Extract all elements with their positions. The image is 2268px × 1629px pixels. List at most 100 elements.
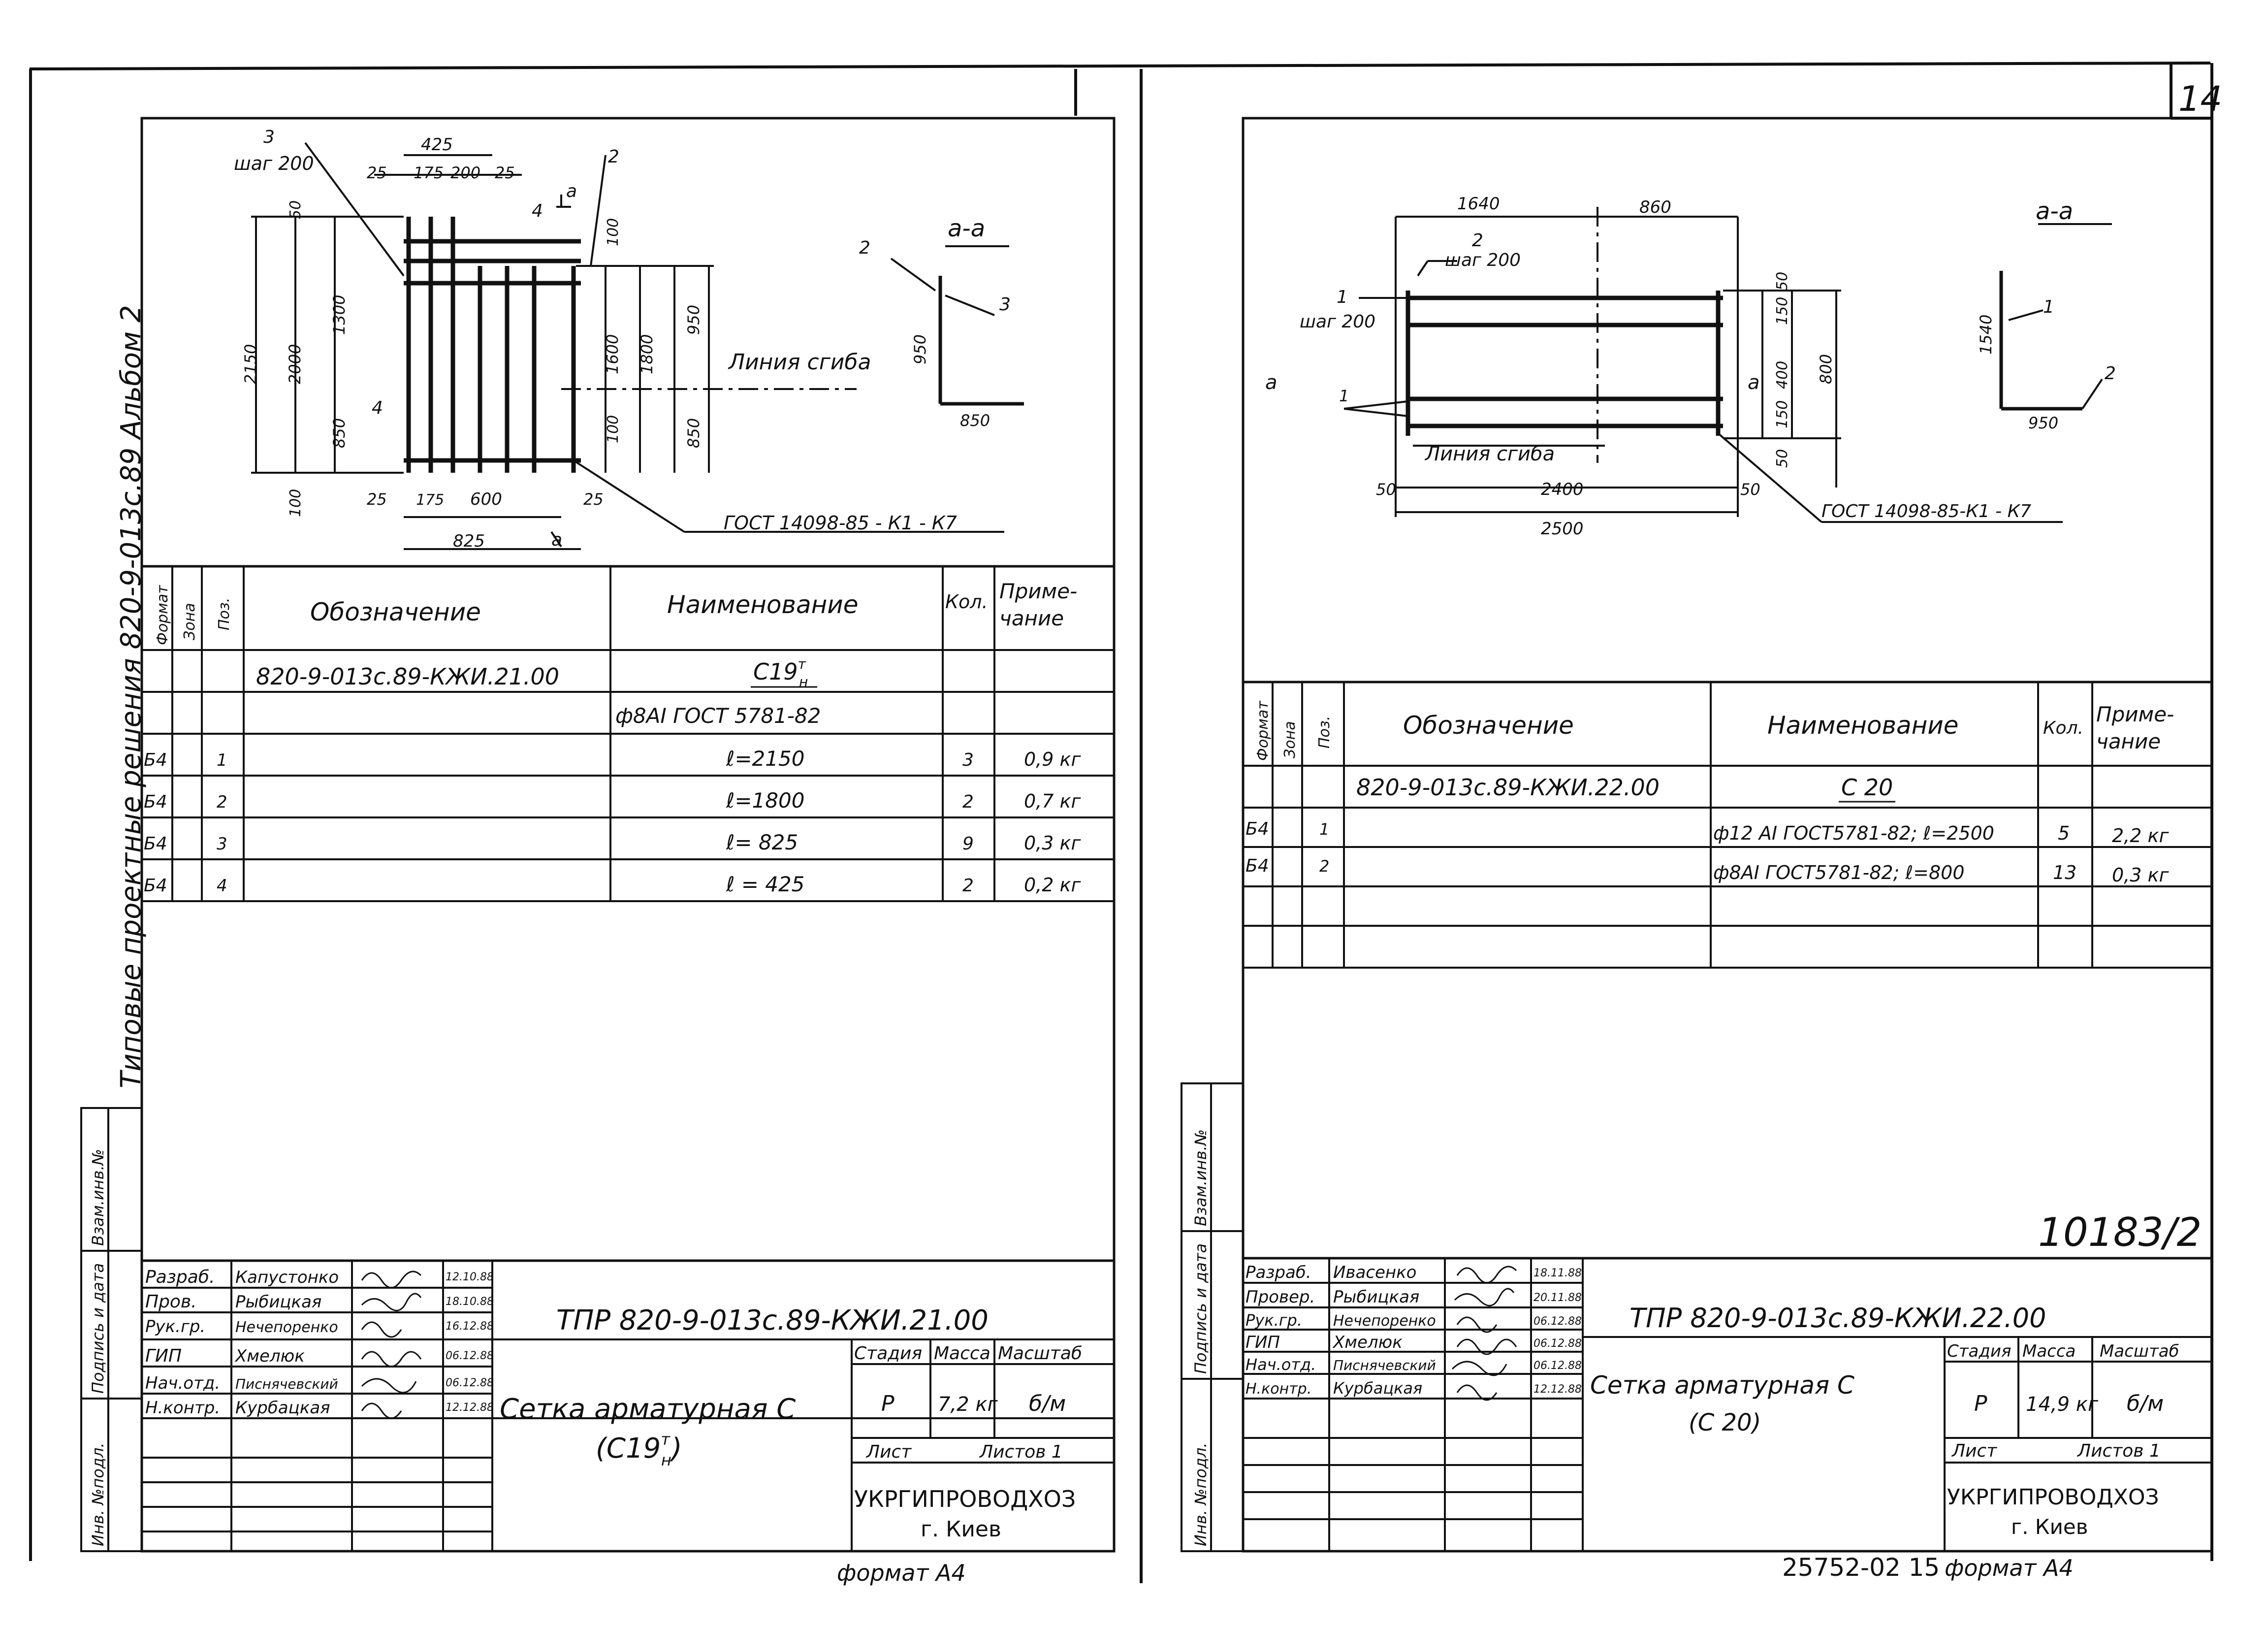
left-stamp-replace-label: Взам.инв.№: [89, 1149, 107, 1246]
scale-value: б/м: [1029, 1391, 1066, 1416]
date-1: 12.10.88: [446, 1271, 494, 1283]
role-5: Нач.отд.: [1246, 1355, 1316, 1374]
hdr-zone: Зона: [1281, 721, 1299, 758]
section-label-3: 3: [999, 294, 1011, 315]
dim-50-left: 50: [1376, 480, 1396, 499]
left-spec-table: [142, 565, 1114, 902]
dim-50: 50: [287, 200, 304, 219]
left-drawing-labels: 3 шаг 200 2 4 4 а а 425 25 175 200 25 50…: [234, 127, 1011, 551]
section-mark-left: а: [1265, 371, 1278, 394]
format-label-left: формат А4: [837, 1560, 966, 1586]
row4-name: ℓ = 425: [726, 872, 804, 896]
row1-name: ф12 АI ГОСТ5781-82; ℓ=2500: [1713, 822, 1994, 844]
product-name-1: Сетка арматурная С: [1590, 1371, 1854, 1400]
mass-value: 7,2 кг: [938, 1393, 998, 1416]
name-3: Нечепоренко: [1333, 1312, 1436, 1330]
row3-format: Б4: [144, 834, 167, 854]
right-title-block: [1243, 1257, 2212, 1551]
left-stamp-inv-label: Инв. №подл.: [89, 1442, 107, 1546]
dim-top-25a: 25: [367, 163, 387, 182]
name-2: Рыбицкая: [235, 1292, 321, 1312]
row1-pos: 1: [217, 750, 227, 770]
gost-note: ГОСТ 14098-85-К1 - К7: [1821, 501, 2031, 521]
pos-label-3: 3: [263, 127, 275, 147]
right-drawing-labels: 1640 860 2 шаг 200 1 шаг 200 1 а а 50 15…: [1265, 194, 2116, 539]
hdr-format: Формат: [1254, 700, 1272, 761]
dim-left-2000: 2000: [286, 344, 304, 384]
doc-title: ТПР 820-9-013с.89-КЖИ.22.00: [1629, 1303, 2046, 1334]
date-2: 20.11.88: [1533, 1292, 1582, 1304]
dim-left-2150: 2150: [241, 344, 260, 384]
right-spec-body: 820-9-013с.89-КЖИ.22.00 С 20 Б4 1 ф12 АI…: [1246, 774, 2169, 886]
col-scale: Масштаб: [2100, 1341, 2179, 1361]
left-sheet: Инв. №подл. Подпись и дата Взам.инв.№: [80, 117, 1116, 1553]
hdr-pos: Поз.: [1316, 716, 1333, 749]
dim-425: 425: [421, 135, 453, 155]
org-city: г. Киев: [2011, 1515, 2088, 1539]
item-name: С 20: [1841, 774, 1893, 801]
col-mass: Масса: [934, 1343, 990, 1364]
left-mesh-drawing: [251, 142, 1024, 550]
name-1: Капустонко: [235, 1268, 339, 1287]
dim-bottom-25b: 25: [583, 490, 604, 509]
dim-left-850: 850: [330, 418, 349, 448]
section-mark-bottom: а: [551, 530, 562, 550]
org-name: УКРГИПРОВОДХОЗ: [1947, 1485, 2159, 1510]
org-city: г. Киев: [921, 1517, 1001, 1542]
row3-name: ℓ= 825: [726, 830, 798, 854]
step-label: шаг 200: [234, 153, 314, 174]
dim-top-25b: 25: [495, 163, 515, 182]
row3-pos: 3: [217, 834, 227, 854]
right-mesh-drawing: [1343, 207, 2112, 523]
doc-code: 820-9-013с.89-КЖИ.21.00: [256, 663, 559, 690]
dim-2500: 2500: [1541, 519, 1584, 539]
pos-label-4a: 4: [532, 201, 543, 221]
name-4: Хмелюк: [1332, 1333, 1403, 1352]
section-dim-950: 950: [911, 334, 929, 364]
role-2: Пров.: [145, 1292, 197, 1312]
dim-right-850: 850: [684, 418, 703, 448]
row2-name: ф8АI ГОСТ5781-82; ℓ=800: [1713, 862, 1965, 883]
row3-qty: 9: [962, 834, 974, 854]
left-side-stamp: [80, 1107, 143, 1552]
pos-label-2: 2: [608, 147, 619, 167]
section-label-1: 1: [2043, 297, 2054, 317]
role-3: Рук.гр.: [1246, 1311, 1302, 1330]
row1-format: Б4: [144, 750, 167, 770]
right-side-stamp: [1181, 1082, 1244, 1552]
hdr-format: Формат: [154, 585, 171, 645]
hdr-pos: Поз.: [216, 598, 233, 630]
product-name-2: (С 20): [1689, 1409, 1761, 1436]
left-title-block: [142, 1259, 1114, 1551]
hdr-name: Наименование: [667, 590, 859, 619]
gost-note: ГОСТ 14098-85 - К1 - К7: [724, 512, 957, 534]
date-2: 18.10.88: [446, 1296, 494, 1308]
dim-860: 860: [1639, 197, 1671, 217]
row1-qty: 5: [2058, 822, 2070, 844]
col-scale: Масштаб: [998, 1343, 1082, 1364]
hdr-note-1: Приме-: [999, 579, 1077, 603]
date-1: 18.11.88: [1533, 1267, 1582, 1279]
sheets-label: Листов 1: [979, 1442, 1063, 1462]
section-label-2: 2: [2105, 363, 2116, 384]
name-3: Нечепоренко: [235, 1319, 338, 1336]
scale-value: б/м: [2127, 1391, 2164, 1416]
role-3: Рук.гр.: [145, 1317, 205, 1336]
left-spec-header: Формат Зона Поз. Обозначение Наименовани…: [154, 579, 1077, 645]
hdr-note-2: чание: [999, 606, 1064, 630]
role-2: Провер.: [1246, 1287, 1315, 1307]
right-title-labels: Разраб. Провер. Рук.гр. ГИП Нач.отд. Н.к…: [1246, 1263, 2179, 1539]
left-title-labels: Разраб. Пров. Рук.гр. ГИП Нач.отд. Н.кон…: [145, 1267, 1082, 1542]
date-3: 16.12.88: [446, 1320, 494, 1333]
dim-bottom-600: 600: [470, 489, 502, 509]
dim-right-800: 800: [1817, 354, 1835, 384]
dim-bottom-175: 175: [416, 491, 444, 509]
product-name-1: Сетка арматурная С: [500, 1393, 796, 1425]
bend-line-label: Линия сгиба: [1424, 443, 1555, 465]
mass-value: 14,9 кг: [2026, 1393, 2099, 1416]
stage-value: Р: [1974, 1391, 1987, 1416]
